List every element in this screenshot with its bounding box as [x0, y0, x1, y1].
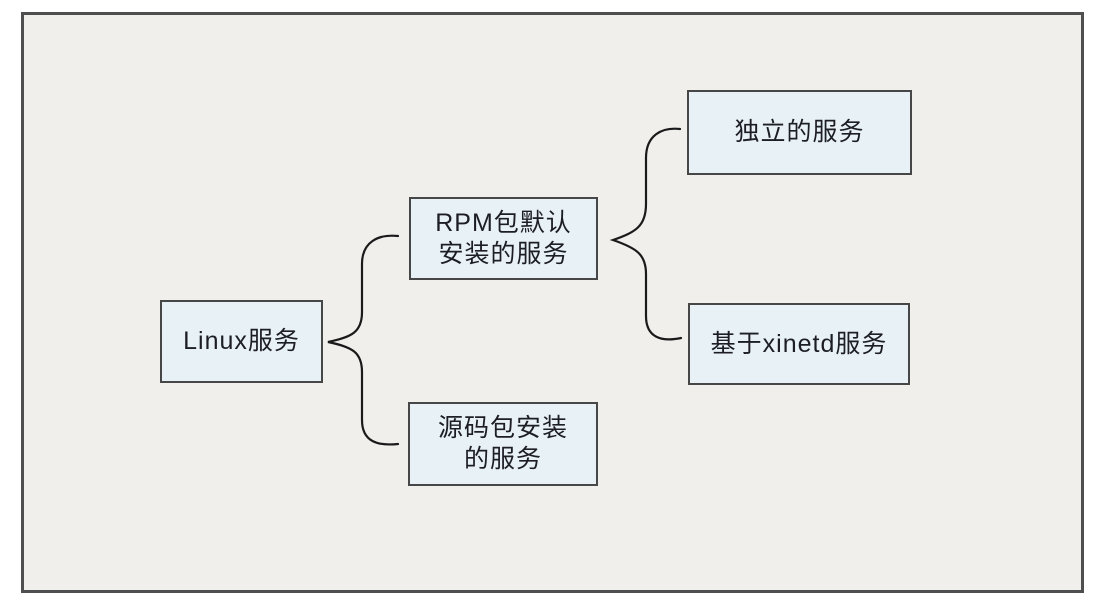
- node-source-package-installed-services: 源码包安装 的服务: [408, 402, 598, 486]
- node-linux-services: Linux服务: [160, 300, 323, 383]
- node-rpm-default-installed-services: RPM包默认 安装的服务: [409, 197, 598, 280]
- node-xinetd-based-services: 基于xinetd服务: [688, 303, 910, 385]
- node-independent-services: 独立的服务: [687, 90, 912, 175]
- node-source-label-line1: 源码包安装: [437, 414, 568, 442]
- node-rpm-label-line1: RPM包默认: [435, 208, 572, 237]
- node-xinetd-based-services-label: 基于xinetd服务: [710, 329, 888, 358]
- node-independent-services-label: 独立的服务: [734, 118, 865, 146]
- node-rpm-label-line2: 安装的服务: [438, 239, 569, 268]
- node-linux-services-label: Linux服务: [183, 327, 300, 355]
- node-source-label-line2: 的服务: [463, 445, 542, 473]
